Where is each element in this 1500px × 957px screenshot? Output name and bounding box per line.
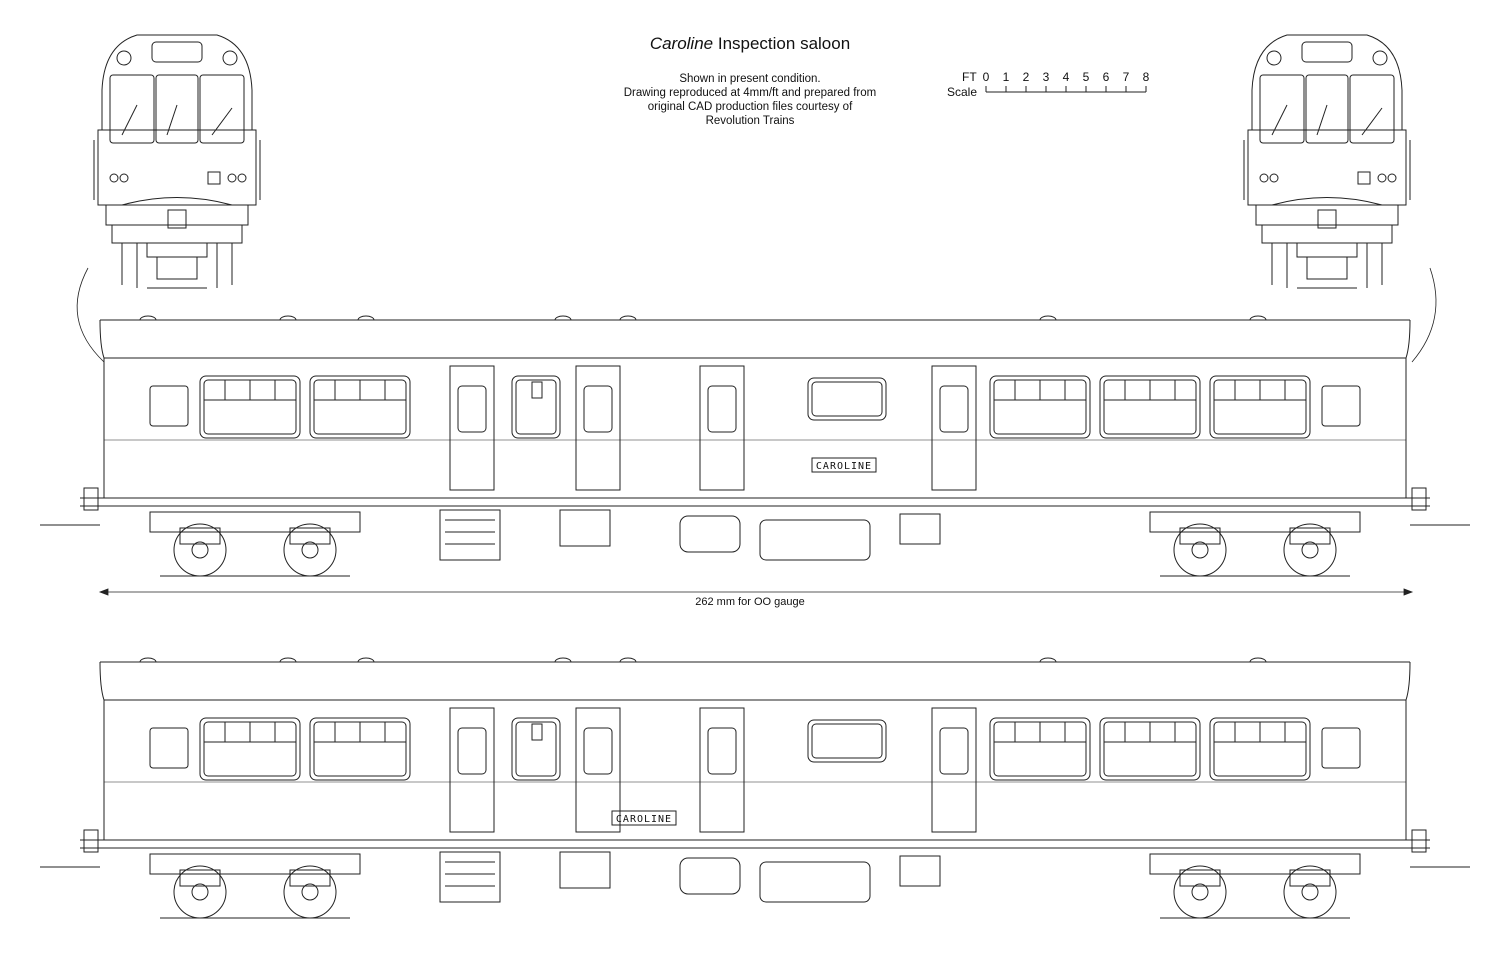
projection-arc-right bbox=[1411, 267, 1437, 363]
dimension-label: 262 mm for OO gauge bbox=[695, 596, 805, 608]
title-italic: Caroline bbox=[649, 34, 714, 53]
note-line: original CAD production files courtesy o… bbox=[647, 101, 853, 113]
title-block: Caroline Inspection saloon Shown in pres… bbox=[560, 34, 940, 128]
end-view-right bbox=[1243, 34, 1411, 289]
dimension-line bbox=[98, 588, 1414, 596]
side-elevation-lower bbox=[39, 657, 1471, 919]
scale-tick-label: 7 bbox=[1123, 70, 1130, 84]
scale-tick-label: 0 bbox=[983, 70, 990, 84]
scale-tick-label: 8 bbox=[1143, 70, 1150, 84]
nameplate-lower-text: CAROLINE bbox=[616, 814, 672, 825]
scale-label: Scale bbox=[947, 85, 977, 99]
nameplate-upper-text: CAROLINE bbox=[816, 461, 872, 472]
end-view-left bbox=[93, 34, 261, 289]
note-line: Shown in present condition. bbox=[679, 73, 821, 85]
projection-arc-left bbox=[76, 267, 105, 363]
nameplate-upper: CAROLINE bbox=[811, 457, 877, 473]
scale-tick-label: 3 bbox=[1043, 70, 1050, 84]
nameplate-lower: CAROLINE bbox=[611, 810, 677, 826]
side-elevation-upper bbox=[39, 315, 1471, 577]
title-rest: Inspection saloon bbox=[713, 34, 851, 53]
note-line: Drawing reproduced at 4mm/ft and prepare… bbox=[623, 87, 877, 99]
scale-tick-label: 5 bbox=[1083, 70, 1090, 84]
note-line: Revolution Trains bbox=[705, 115, 795, 127]
scale-tick-label: 1 bbox=[1003, 70, 1010, 84]
scale-tick-label: 4 bbox=[1063, 70, 1070, 84]
scale-unit: FT bbox=[962, 70, 977, 84]
scale-tick-label: 6 bbox=[1103, 70, 1110, 84]
drawing-title: Caroline Inspection saloon bbox=[560, 34, 940, 54]
scale-tick-label: 2 bbox=[1023, 70, 1030, 84]
